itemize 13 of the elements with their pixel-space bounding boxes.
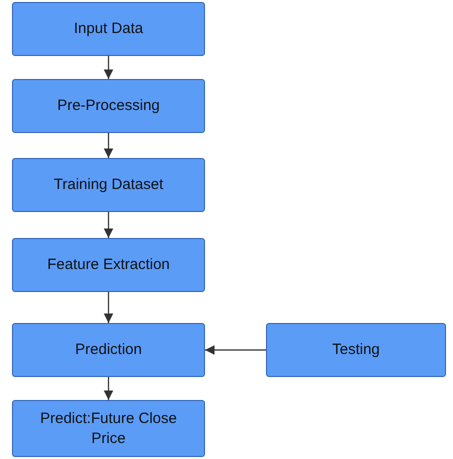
process-box: Predict:Future Close Price [12,400,205,457]
arrow [104,212,114,238]
process-box: Feature Extraction [12,238,205,292]
process-box: Testing [266,323,446,377]
arrow [104,292,114,323]
arrow [104,56,114,79]
arrow [104,133,114,158]
process-box: Prediction [12,323,205,377]
arrow [205,345,266,355]
process-box: Pre-Processing [12,79,205,133]
arrow [104,377,114,400]
process-box: Training Dataset [12,158,205,212]
process-box: Input Data [12,2,205,56]
